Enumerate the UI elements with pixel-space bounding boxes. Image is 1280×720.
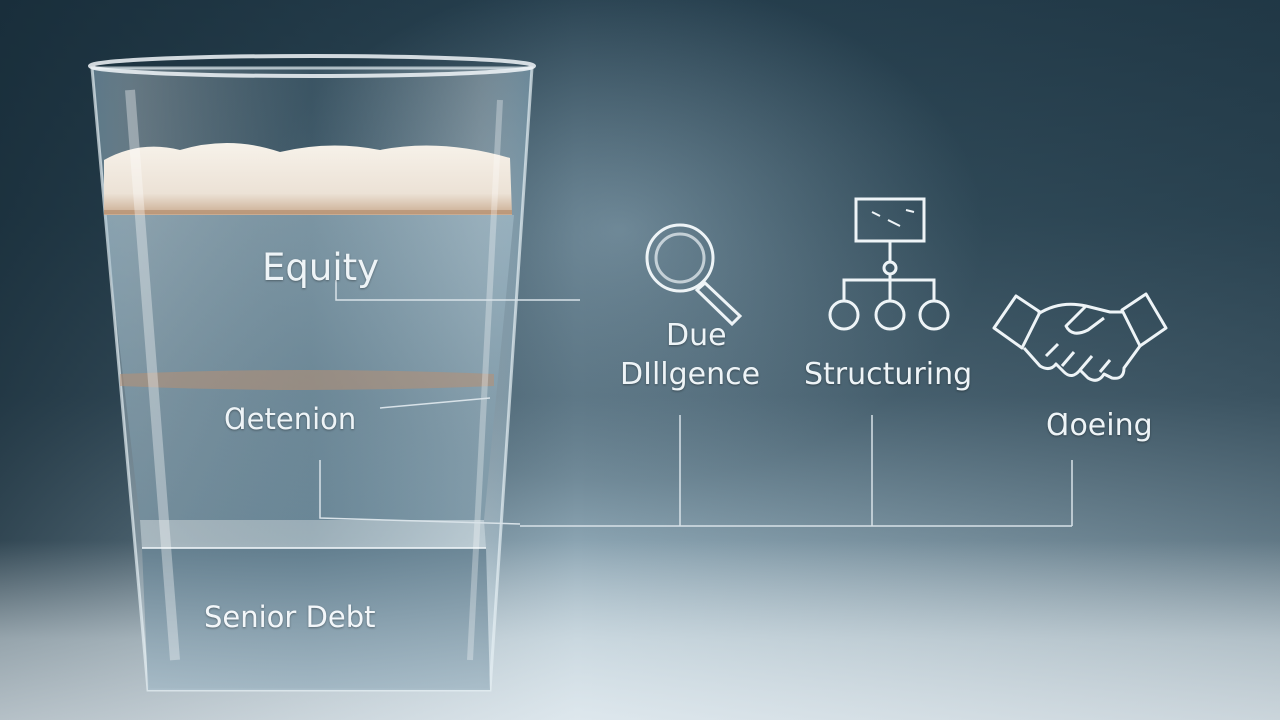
structuring-label: Structuring <box>804 357 973 392</box>
foam-layer <box>104 142 512 215</box>
equity-label: Equity <box>262 246 379 289</box>
magnifying-glass-icon <box>645 223 743 327</box>
due-diligence-label-line1: Due <box>666 318 727 353</box>
connector-lines <box>319 280 1073 527</box>
handshake-icon <box>992 292 1168 382</box>
closing-label: Ɑoeing <box>1046 408 1153 443</box>
layer-divider <box>120 370 494 390</box>
senior-debt-layer <box>142 548 490 690</box>
org-chart-icon <box>828 197 950 331</box>
senior-debt-label: Senior Debt <box>204 600 376 634</box>
glass <box>88 54 536 692</box>
due-diligence-label-line2: DIllgence <box>620 357 761 392</box>
mezzanine-label: Ɑetenion <box>224 402 357 436</box>
